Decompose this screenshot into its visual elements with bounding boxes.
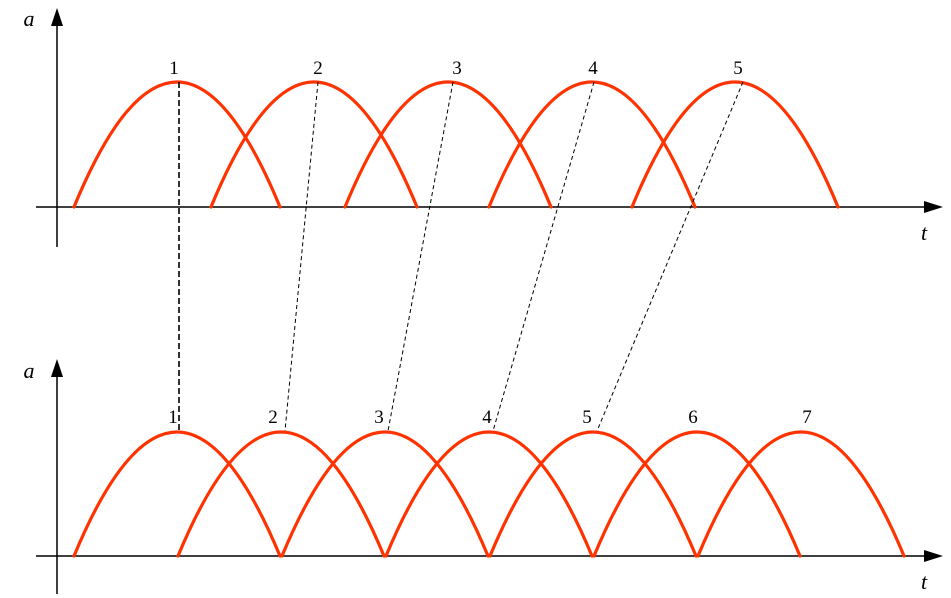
bottom-pulse-4 (384, 430, 594, 558)
top-y-axis-arrow (51, 8, 63, 26)
bottom-x-axis-label: t (921, 569, 928, 594)
bottom-panel: a t 1 2 3 4 5 6 7 (24, 358, 943, 594)
top-pulse-1 (72, 80, 282, 209)
top-y-axis-label: a (24, 6, 35, 31)
bottom-y-axis-arrow (51, 359, 63, 377)
bottom-y-axis-label: a (24, 358, 35, 383)
top-peak-label-5: 5 (733, 58, 743, 79)
top-pulses (72, 80, 840, 209)
bottom-peak-label-1: 1 (168, 407, 178, 428)
bottom-peak-label-3: 3 (374, 407, 384, 428)
bottom-pulse-3 (280, 430, 490, 558)
bottom-pulse-2 (176, 430, 386, 558)
bottom-pulses (72, 430, 906, 558)
bottom-pulse-5 (488, 430, 698, 558)
top-pulse-2 (209, 80, 419, 209)
top-peak-label-4: 4 (588, 58, 598, 79)
top-pulse-3 (343, 80, 553, 209)
top-x-axis-arrow (924, 201, 943, 213)
guide-line-3 (387, 81, 454, 432)
bottom-peak-label-7: 7 (802, 407, 812, 428)
correspondence-lines (178, 81, 744, 432)
guide-line-2 (284, 81, 319, 432)
top-panel: a t 1 2 3 4 5 (24, 6, 943, 247)
bottom-pulse-1 (72, 430, 282, 558)
bottom-peak-label-2: 2 (268, 407, 278, 428)
top-peak-label-3: 3 (452, 58, 462, 79)
bottom-x-axis-arrow (924, 550, 943, 562)
top-x-axis-label: t (921, 220, 928, 245)
bottom-pulse-7 (696, 430, 906, 558)
bottom-pulse-6 (592, 430, 802, 558)
guide-line-4 (492, 81, 595, 432)
bottom-peak-label-4: 4 (482, 407, 492, 428)
top-peak-label-2: 2 (313, 58, 323, 79)
bottom-peak-label-6: 6 (688, 407, 698, 428)
guide-line-5 (596, 81, 744, 432)
top-peak-label-1: 1 (169, 58, 179, 79)
top-pulse-5 (630, 80, 840, 209)
top-pulse-4 (487, 80, 697, 209)
bottom-peak-label-5: 5 (582, 407, 592, 428)
